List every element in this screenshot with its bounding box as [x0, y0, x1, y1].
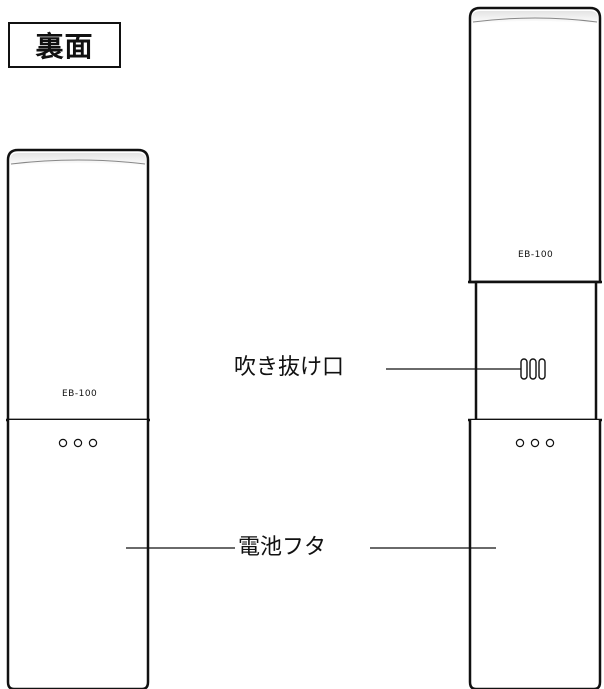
indicator-dots-icon [58, 438, 98, 448]
right-model-label: EB-100 [518, 250, 554, 260]
left-model-label: EB-100 [62, 389, 98, 399]
indicator-dots-icon [515, 438, 555, 448]
left-lower-body [6, 420, 150, 689]
device-left-closed [6, 148, 150, 689]
device-right-extended [468, 6, 602, 689]
vent-label: 吹き抜け口 [234, 355, 345, 380]
right-upper-body [468, 6, 602, 284]
vent-slots-icon [520, 358, 546, 380]
right-middle-body [474, 280, 598, 422]
page-title: 裏面 [8, 22, 121, 68]
right-lower-body [468, 420, 602, 689]
left-upper-body [6, 148, 150, 422]
battery-cover-label: 電池フタ [238, 535, 327, 560]
